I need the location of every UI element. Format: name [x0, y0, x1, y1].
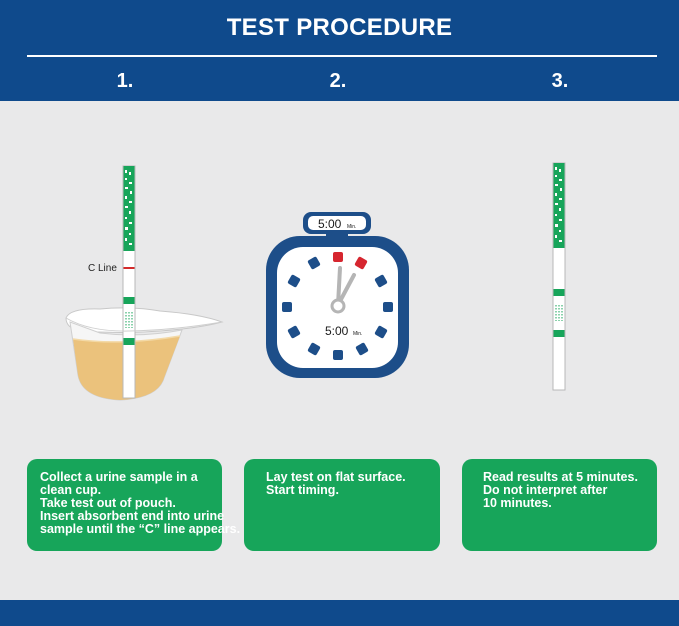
instruction-line: Lay test on flat surface.	[266, 470, 406, 484]
header-divider	[27, 55, 657, 57]
instruction-line: Read results at 5 minutes.	[483, 470, 638, 484]
step-2-instructions: Lay test on flat surface. Start timing.	[244, 459, 440, 551]
timer-icon: 5:00 Min.	[266, 212, 409, 378]
instruction-line: Take test out of pouch.	[40, 496, 176, 510]
header-banner: TEST PROCEDURE 1. 2. 3.	[0, 0, 679, 101]
instruction-line: Insert absorbent end into urine	[40, 509, 225, 523]
page-title: TEST PROCEDURE	[226, 14, 453, 41]
test-strip-dipped	[122, 165, 136, 399]
timer-face-display: 5:00	[325, 324, 349, 338]
step-1-instructions: Collect a urine sample in a clean cup. T…	[27, 459, 241, 551]
step-3-number: 3.	[551, 70, 569, 92]
test-strip-flat	[552, 162, 566, 391]
instruction-line: sample until the “C” line appears.	[40, 522, 241, 536]
instruction-line: Do not interpret after	[483, 483, 608, 497]
footer-banner	[0, 600, 679, 626]
timer-face-unit: Min.	[353, 331, 362, 337]
step-3-instructions: Read results at 5 minutes. Do not interp…	[462, 459, 657, 551]
instruction-line: 10 minutes.	[483, 496, 552, 510]
timer-top-unit: Min.	[347, 224, 356, 230]
instruction-line: Collect a urine sample in a	[40, 470, 198, 484]
instruction-line: Start timing.	[266, 483, 339, 497]
step-1-number: 1.	[116, 70, 134, 92]
timer-top-display: 5:00	[318, 217, 342, 231]
c-line-marker	[123, 267, 135, 269]
instruction-line: clean cup.	[40, 483, 102, 497]
step-2-number: 2.	[329, 70, 347, 92]
c-line-label: C Line	[88, 263, 117, 274]
